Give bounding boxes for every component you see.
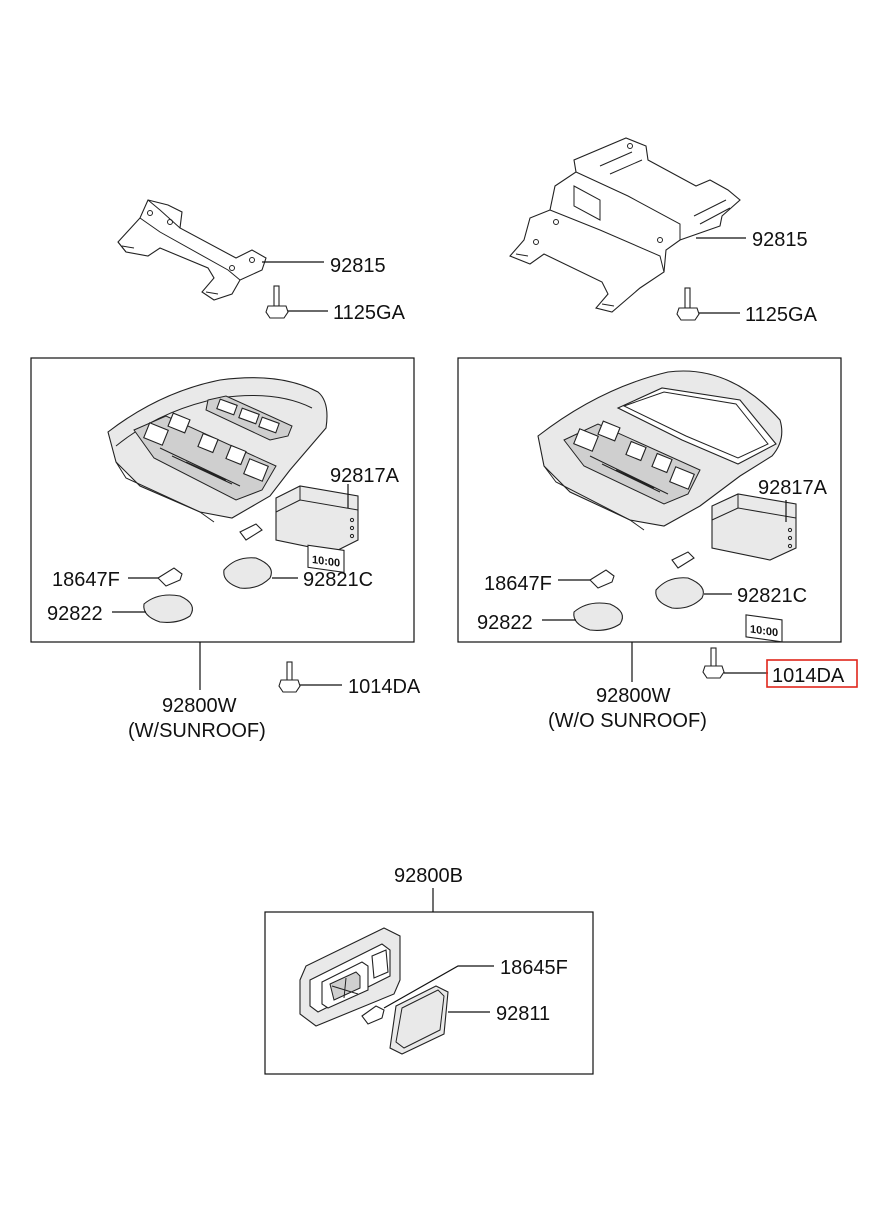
console-right-part[interactable] <box>537 370 783 531</box>
bulb-left-part[interactable] <box>157 567 183 587</box>
console-left-box <box>30 357 415 643</box>
lens-left-92822-part[interactable] <box>143 594 193 623</box>
label-console-right: 92800W <box>596 685 671 707</box>
label-console-left-note: (W/SUNROOF) <box>128 720 266 742</box>
console-right-box <box>457 357 842 643</box>
label-screw-right[interactable]: 1014DA <box>772 665 845 687</box>
bracket-right-part[interactable] <box>509 137 741 313</box>
lens-right-92822-part[interactable] <box>573 602 623 631</box>
label-lens-right-92821c: 92821C <box>737 585 807 607</box>
label-bulb-right: 18647F <box>484 573 552 595</box>
bulb-right-upper-part[interactable] <box>671 551 695 569</box>
room-bulb-part[interactable] <box>361 1005 385 1025</box>
label-console-left: 92800W <box>162 695 237 717</box>
console-left-part[interactable] <box>107 377 328 523</box>
label-bracket-right: 92815 <box>752 229 808 251</box>
label-lens-right-92822: 92822 <box>477 612 533 634</box>
label-lamp-left: 92817A <box>330 465 400 487</box>
screw-left-part[interactable] <box>278 661 301 693</box>
lamp-right-part[interactable]: 10:00 <box>711 493 797 643</box>
bolt-left-part[interactable] <box>265 285 289 319</box>
lamp-left-part[interactable]: 10:00 <box>275 485 359 573</box>
label-bracket-left: 92815 <box>330 255 386 277</box>
highlight-box-screw-right <box>766 659 858 688</box>
label-lens-left-92822: 92822 <box>47 603 103 625</box>
bolt-right-part[interactable] <box>676 287 700 321</box>
label-room-lens: 92811 <box>496 1003 550 1025</box>
label-screw-left: 1014DA <box>348 676 421 698</box>
label-bolt-left: 1125GA <box>333 302 406 324</box>
room-lens-part[interactable] <box>389 985 449 1055</box>
clock-display-right: 10:00 <box>750 623 778 639</box>
lens-right-92821c-part[interactable] <box>655 577 704 609</box>
bulb-right-part[interactable] <box>589 569 615 589</box>
label-bulb-left: 18647F <box>52 569 120 591</box>
lens-left-92821c-part[interactable] <box>223 557 272 589</box>
label-lens-left-92821c: 92821C <box>303 569 373 591</box>
room-lamp-box <box>264 911 594 1075</box>
label-room-lamp: 92800B <box>394 865 463 887</box>
clock-display-left: 10:00 <box>312 554 340 570</box>
screw-right-part[interactable] <box>702 647 725 679</box>
room-lamp-part[interactable] <box>299 927 401 1027</box>
bracket-left-part[interactable] <box>117 199 267 301</box>
label-bolt-right: 1125GA <box>745 304 818 326</box>
label-lamp-right: 92817A <box>758 477 828 499</box>
bulb-left-upper-part[interactable] <box>239 523 263 541</box>
label-room-bulb: 18645F <box>500 957 568 979</box>
label-console-right-note: (W/O SUNROOF) <box>548 710 707 732</box>
